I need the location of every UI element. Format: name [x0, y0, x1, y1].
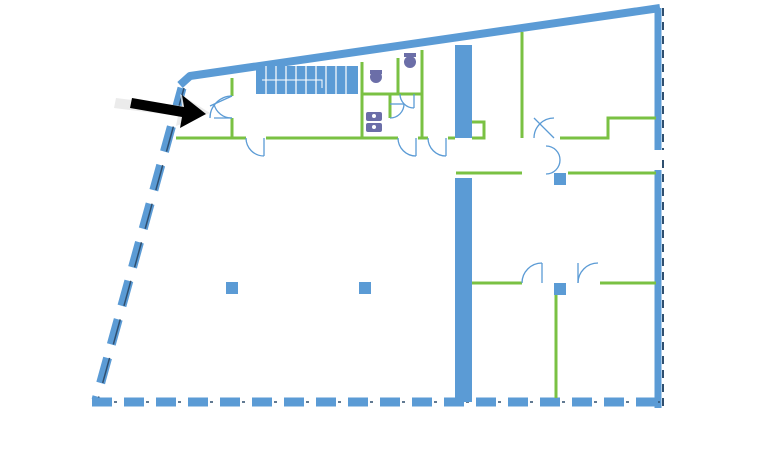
- exterior-wall-left-dashed-dark: [97, 87, 185, 401]
- door-swing-icon: [397, 137, 417, 157]
- door-swing-icon: [427, 137, 447, 157]
- sink-icon: [366, 123, 382, 132]
- door-swing-icon: [533, 117, 555, 139]
- door-swing-icon: [545, 145, 561, 175]
- door-swing-icon: [577, 262, 599, 284]
- column: [359, 282, 371, 294]
- door-swing-icon: [213, 103, 233, 119]
- column: [226, 282, 238, 294]
- core-wall-lower: [455, 178, 472, 402]
- door-swing-icon: [389, 103, 405, 119]
- door-swing-icon: [399, 93, 415, 109]
- dashed-exterior-walls: [91, 86, 660, 407]
- toilet-icon: [404, 53, 416, 68]
- exterior-wall-top: [177, 4, 661, 88]
- staircase-icon: [256, 66, 358, 94]
- column: [554, 283, 566, 295]
- column: [554, 173, 566, 185]
- structural-walls: [226, 45, 566, 402]
- doors: [209, 93, 599, 284]
- wc-fixtures: [366, 53, 416, 132]
- office-wall: [560, 116, 656, 140]
- exterior-wall-left-dashed: [91, 86, 187, 402]
- exterior-walls: [177, 4, 664, 410]
- toilet-icon: [370, 70, 382, 83]
- entrance-arrow: [130, 95, 206, 128]
- interior-walls: [176, 32, 656, 398]
- door-swing-icon: [245, 137, 265, 157]
- stair-direction-line: [262, 79, 323, 88]
- entrance-arrow-icon: [114, 94, 210, 128]
- door-swing-icon: [521, 262, 543, 284]
- sink-icon: [366, 112, 382, 121]
- corridor-wall-stub: [472, 120, 486, 140]
- core-wall-upper: [455, 45, 472, 138]
